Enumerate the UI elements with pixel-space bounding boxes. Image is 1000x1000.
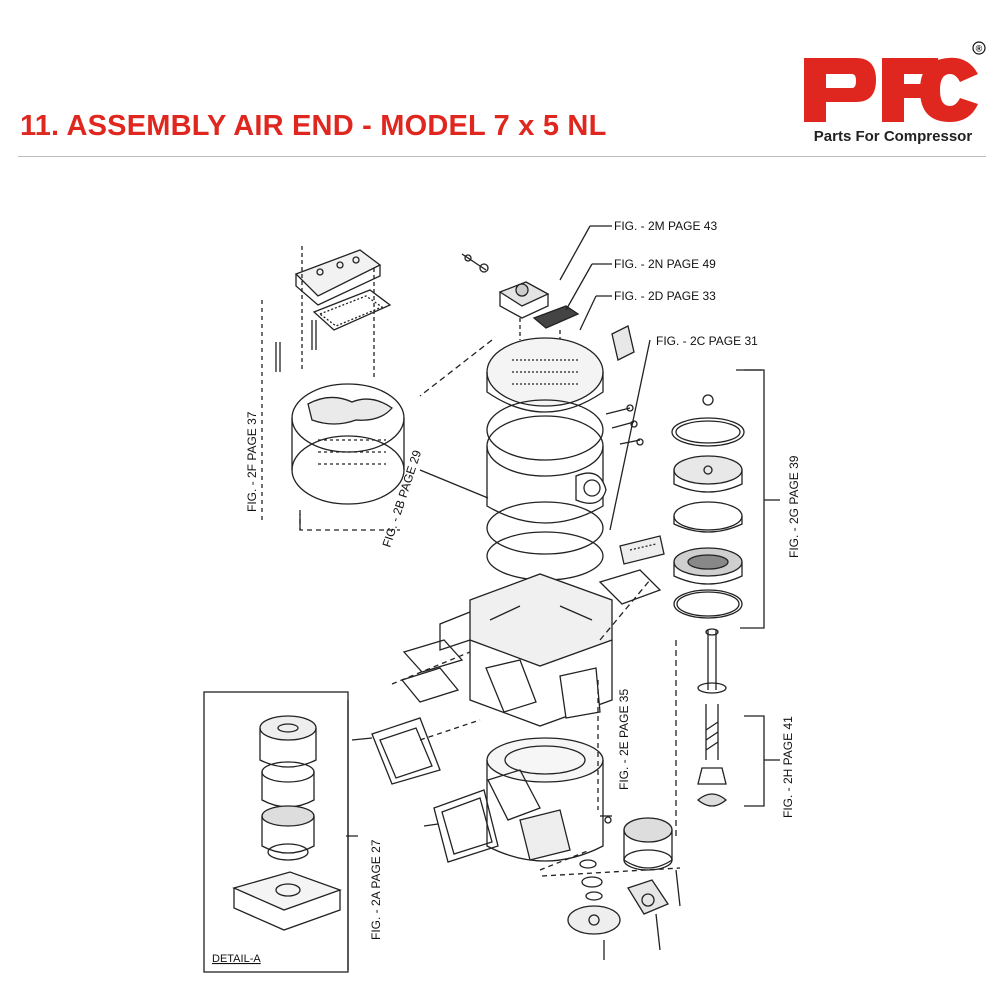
header-divider [18, 156, 986, 157]
fig-ref-2f: FIG. - 2F PAGE 37 [245, 411, 259, 512]
fig-ref-2e: FIG. - 2E PAGE 35 [617, 689, 631, 790]
valve-stack-2g [671, 369, 780, 629]
valve-cover-group [275, 246, 392, 380]
valve-stem-2h [675, 628, 780, 836]
fig-ref-2b: FIG. - 2B PAGE 29 [380, 448, 425, 549]
bearing-housing [567, 817, 681, 960]
fig-ref-2m: FIG. - 2M PAGE 43 [614, 219, 717, 233]
head-assembly-2f [291, 383, 405, 531]
page-title: 11. ASSEMBLY AIR END - MODEL 7 x 5 NL [20, 110, 607, 142]
cylinder-block [419, 337, 665, 581]
fig-ref-2a: FIG. - 2A PAGE 27 [369, 839, 383, 940]
detail-a-label: DETAIL-A [212, 953, 261, 965]
side-cover-plates [351, 639, 499, 863]
lower-housing [486, 737, 681, 877]
pfc-logo-mark: ® [804, 41, 986, 122]
detail-a-box [203, 691, 358, 973]
fig-ref-2d: FIG. - 2D PAGE 33 [614, 289, 716, 303]
unloader-parts [461, 225, 635, 361]
fig-ref-2n: FIG. - 2N PAGE 49 [614, 257, 716, 271]
fig-ref-2h: FIG. - 2H PAGE 41 [781, 716, 795, 818]
registered-mark: ® [976, 44, 983, 54]
brand-tagline: Parts For Compressor [813, 128, 973, 145]
pfc-logo: ® Parts For Compressor [798, 40, 988, 150]
fig-ref-2c: FIG. - 2C PAGE 31 [656, 334, 758, 348]
fig-ref-2g: FIG. - 2G PAGE 39 [787, 455, 801, 558]
crankcase-frame [439, 569, 662, 727]
